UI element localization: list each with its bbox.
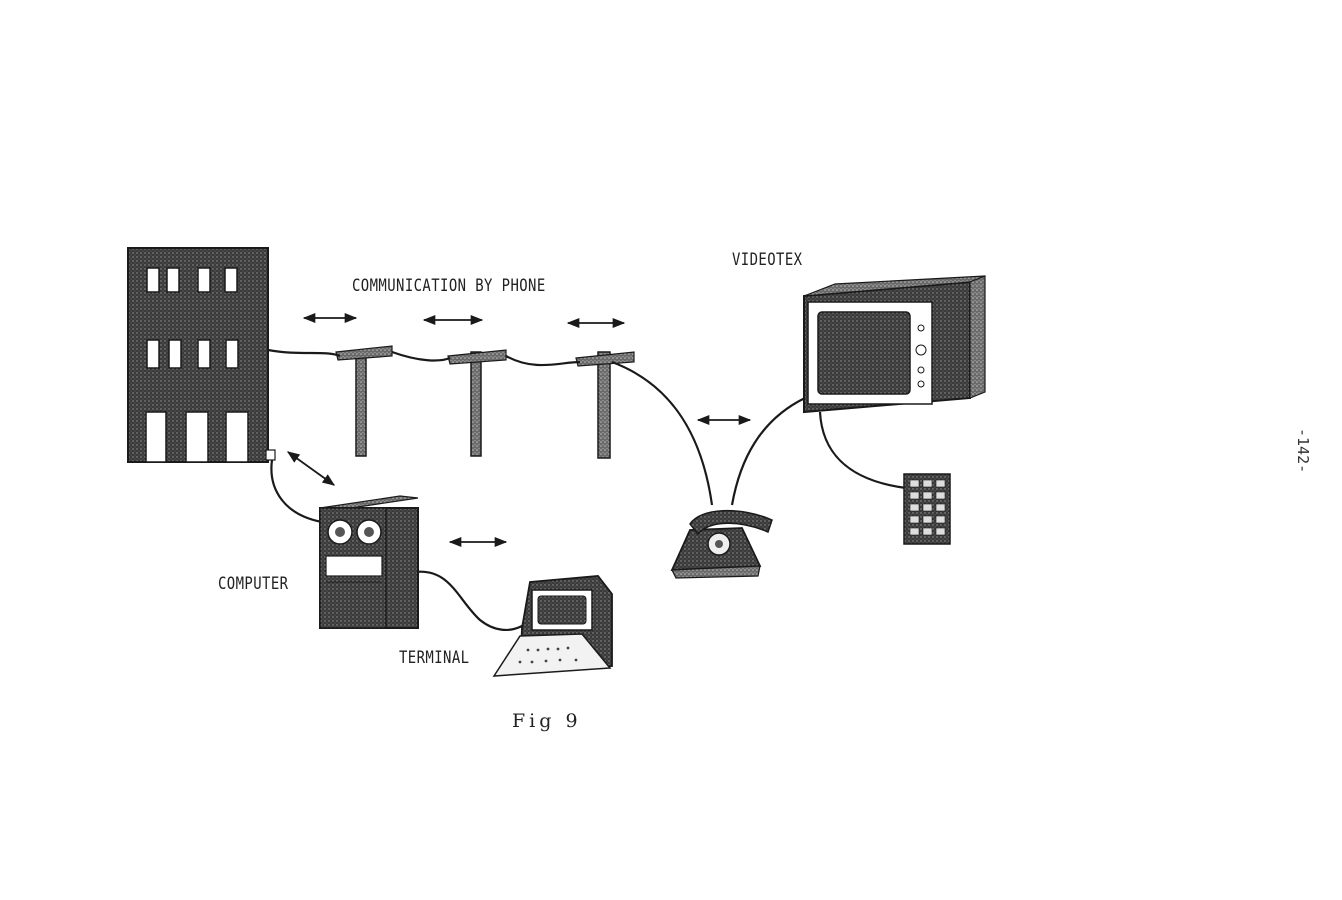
page-number: -142-: [1294, 428, 1312, 474]
building-windows: [146, 267, 239, 369]
computer-label: COMPUTER: [218, 574, 289, 594]
videotex-tv: [803, 275, 986, 414]
tv-controls: [915, 324, 927, 388]
terminal: [492, 575, 613, 677]
tv-screen: [817, 311, 911, 395]
terminal-screen: [537, 595, 587, 625]
cables: [267, 348, 907, 632]
telephone-poles: [335, 345, 635, 459]
pole-1: [335, 345, 393, 457]
terminal-keys: [518, 646, 578, 664]
pole-3: [575, 351, 635, 459]
communication-label: COMMUNICATION BY PHONE: [352, 276, 546, 296]
telephone: [670, 510, 773, 579]
figure-caption: Fig 9: [512, 710, 582, 732]
keypad-buttons: [909, 479, 946, 536]
building: [127, 247, 276, 463]
keypad: [903, 473, 951, 545]
videotex-label: VIDEOTEX: [732, 250, 803, 270]
terminal-keyboard: [492, 633, 612, 677]
arrow-building-computer: [286, 451, 336, 486]
data-flow-arrows: [286, 312, 752, 548]
handset: [689, 510, 773, 536]
computer: [319, 495, 419, 629]
pole-2: [447, 349, 507, 457]
terminal-label: TERMINAL: [399, 648, 470, 668]
building-doors: [145, 411, 249, 463]
